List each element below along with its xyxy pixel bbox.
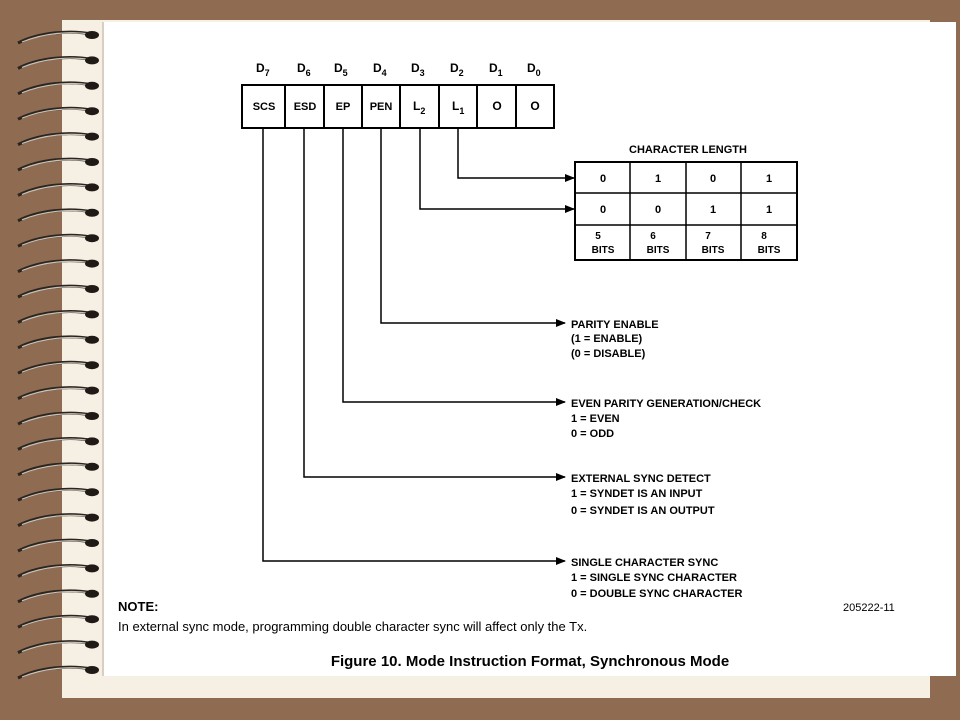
bits-unit: BITS — [592, 245, 615, 256]
spiral-binding — [17, 30, 99, 680]
bit-header-d3: D3 — [411, 61, 425, 78]
binding-ring — [17, 564, 99, 578]
connector-esd — [303, 128, 566, 481]
bits-unit: BITS — [647, 245, 670, 256]
bit-cell-scs: SCS — [253, 101, 276, 113]
binding-ring — [17, 411, 99, 426]
bits-number: 5 — [595, 231, 601, 242]
binding-ring — [17, 386, 99, 400]
binding-ring — [17, 284, 99, 299]
bit-cell-d0-value: O — [530, 99, 539, 113]
binding-ring — [17, 614, 99, 629]
connector-ep — [342, 128, 566, 406]
mode-register: SCS ESD EP PEN L2 L1 O O — [241, 84, 555, 129]
description-title: EXTERNAL SYNC DETECT — [571, 473, 711, 485]
bits-number: 6 — [650, 231, 656, 242]
bit-cell-pen: PEN — [370, 101, 393, 113]
connector-scs — [262, 128, 566, 565]
diagram-page — [102, 22, 956, 676]
table-cell: 1 — [710, 204, 716, 216]
binding-ring — [17, 106, 99, 121]
connectors — [262, 128, 575, 565]
bit-header-d0: D0 — [527, 61, 541, 78]
table-cell: 0 — [600, 204, 606, 216]
description-line: 0 = DOUBLE SYNC CHARACTER — [571, 588, 742, 600]
note-text: In external sync mode, programming doubl… — [118, 619, 587, 634]
parity-enable-description: PARITY ENABLE (1 = ENABLE) (0 = DISABLE) — [571, 319, 659, 360]
table-cell: 0 — [655, 204, 661, 216]
binding-ring — [17, 157, 99, 172]
binding-ring — [17, 487, 99, 502]
figure-id: 205222-11 — [843, 602, 895, 614]
description-line: 1 = SINGLE SYNC CHARACTER — [571, 572, 737, 584]
binding-ring — [17, 208, 99, 223]
table-cell: 0 — [600, 173, 606, 185]
bit-cell-d1-value: O — [492, 99, 501, 113]
description-title: PARITY ENABLE — [571, 319, 659, 331]
table-cell: 1 — [766, 173, 772, 185]
binding-ring — [17, 665, 99, 680]
table-cell: 0 — [710, 173, 716, 185]
binding-ring — [17, 56, 99, 70]
binding-ring — [17, 81, 99, 96]
even-parity-description: EVEN PARITY GENERATION/CHECK 1 = EVEN 0 … — [571, 398, 761, 440]
description-line: 0 = ODD — [571, 428, 614, 440]
bits-number: 7 — [705, 231, 711, 242]
binding-ring — [17, 30, 99, 45]
bit-header-d4: D4 — [373, 61, 387, 78]
bit-header-d6: D6 — [297, 61, 311, 78]
description-title: SINGLE CHARACTER SYNC — [571, 557, 718, 569]
binding-ring — [17, 640, 99, 654]
binding-ring — [17, 132, 99, 146]
binding-ring — [17, 462, 99, 477]
binding-ring — [17, 259, 99, 273]
bits-unit: BITS — [758, 245, 781, 256]
external-sync-description: EXTERNAL SYNC DETECT 1 = SYNDET IS AN IN… — [571, 473, 715, 517]
bit-header-d1: D1 — [489, 61, 503, 78]
note-label: NOTE: — [118, 599, 158, 614]
bit-headers: D7 D6 D5 D4 D3 D2 D1 D0 — [256, 61, 541, 78]
binding-ring — [17, 589, 99, 604]
description-line: (1 = ENABLE) — [571, 333, 643, 345]
bits-unit: BITS — [702, 245, 725, 256]
binding-ring — [17, 233, 99, 248]
binding-ring — [17, 360, 99, 375]
description-line: 1 = SYNDET IS AN INPUT — [571, 488, 703, 500]
bit-cell-l1: L1 — [452, 99, 464, 116]
binding-ring — [17, 335, 99, 350]
connector-l1 — [457, 128, 575, 182]
figure-caption: Figure 10. Mode Instruction Format, Sync… — [331, 653, 729, 670]
connector-l2 — [419, 128, 575, 213]
bit-cell-ep: EP — [336, 101, 351, 113]
description-title: EVEN PARITY GENERATION/CHECK — [571, 398, 761, 410]
character-length-table: CHARACTER LENGTH 0 1 0 1 0 0 1 1 5 BITS … — [574, 144, 798, 261]
description-line: (0 = DISABLE) — [571, 348, 646, 360]
bit-cell-esd: ESD — [294, 101, 317, 113]
bit-header-d7: D7 — [256, 61, 270, 78]
binding-ring — [17, 538, 99, 553]
description-line: 1 = EVEN — [571, 413, 620, 425]
binding-ring — [17, 513, 99, 527]
binding-ring — [17, 310, 99, 324]
table-cell: 1 — [655, 173, 661, 185]
bit-header-d2: D2 — [450, 61, 464, 78]
bit-cell-l2: L2 — [413, 99, 425, 116]
description-line: 0 = SYNDET IS AN OUTPUT — [571, 505, 715, 517]
binding-ring — [17, 437, 99, 451]
character-length-title: CHARACTER LENGTH — [629, 144, 747, 156]
bit-header-d5: D5 — [334, 61, 348, 78]
binding-ring — [17, 183, 99, 197]
register-outline — [241, 84, 555, 129]
single-sync-description: SINGLE CHARACTER SYNC 1 = SINGLE SYNC CH… — [571, 557, 742, 600]
connector-pen — [380, 128, 566, 327]
bits-number: 8 — [761, 231, 767, 242]
table-cell: 1 — [766, 204, 772, 216]
